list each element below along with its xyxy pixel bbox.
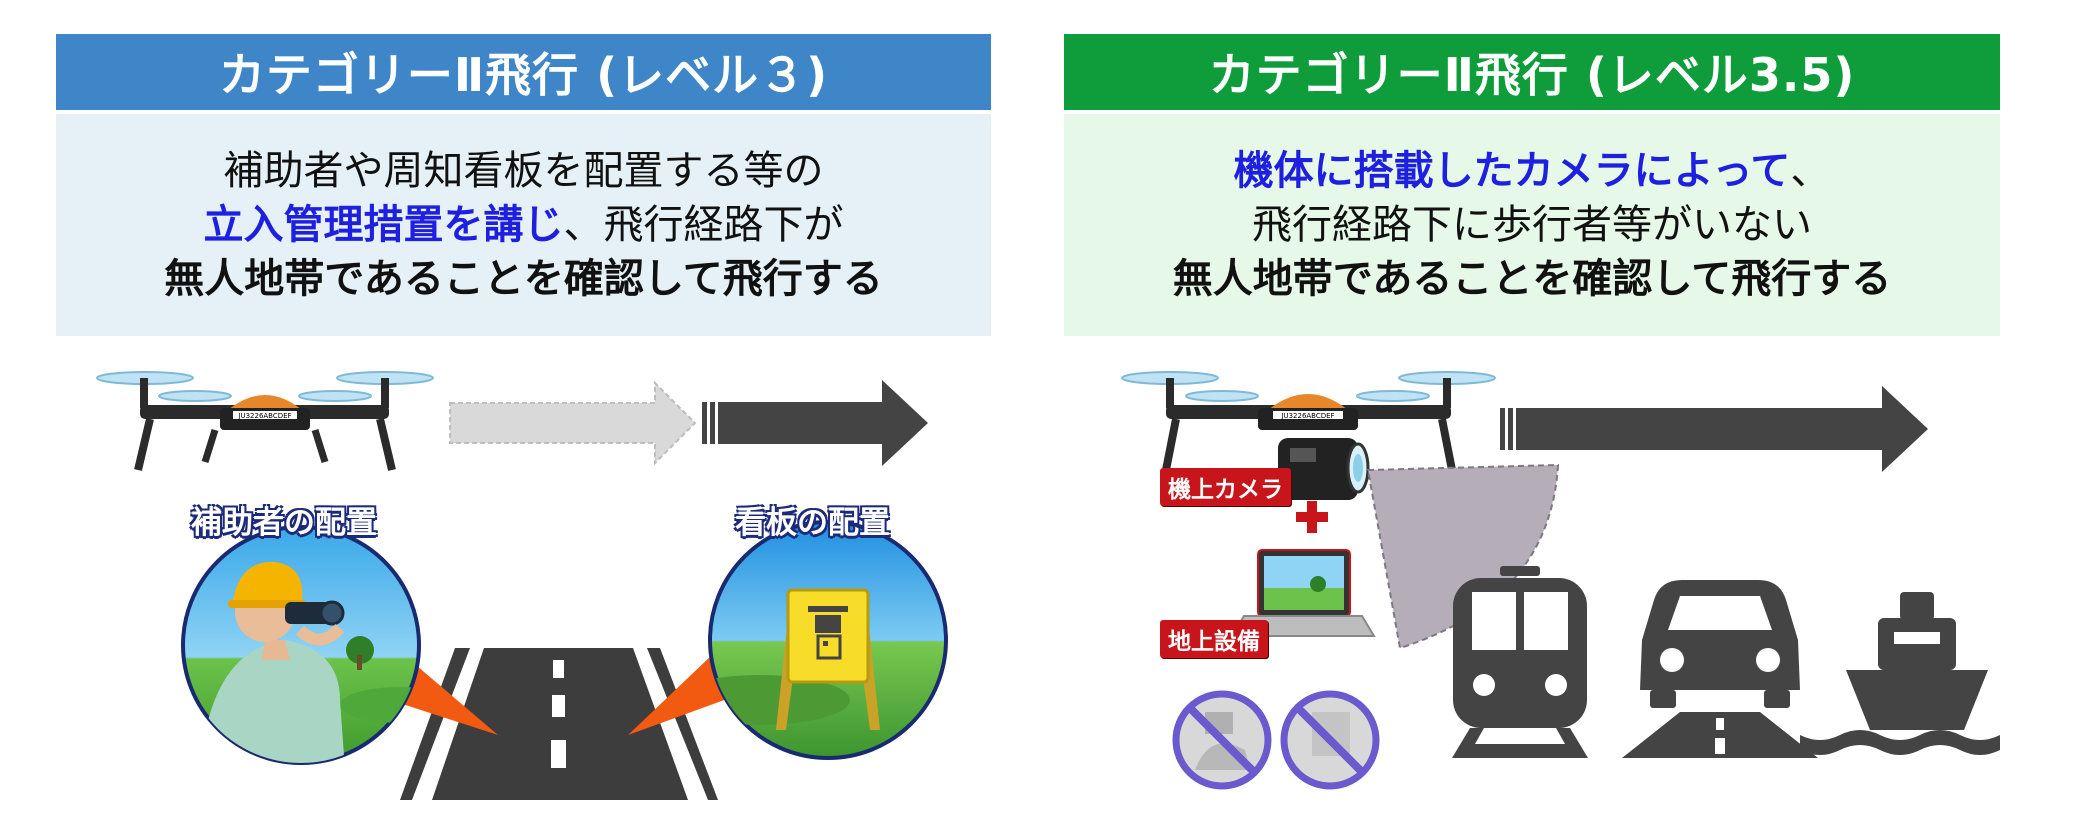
no-sign-icon [1284, 694, 1376, 786]
onboard-camera-icon [1278, 438, 1368, 500]
svg-text:JU3226ABCDEF: JU3226ABCDEF [1280, 412, 1334, 420]
onboard-camera-label: 機上カメラ [1160, 468, 1291, 506]
no-person-icon [1176, 694, 1268, 786]
left-solid-arrow-icon [702, 380, 928, 466]
left-dashed-arrow-icon [450, 383, 695, 463]
sign-placement-label: 看板の配置 [735, 497, 890, 542]
svg-text:JU3226ABCDEF: JU3226ABCDEF [237, 412, 291, 420]
left-drone-icon: JU3226ABCDEF [97, 372, 433, 470]
road-icon [400, 648, 718, 800]
train-icon [1452, 566, 1588, 758]
car-icon [1622, 580, 1818, 758]
ground-equipment-label: 地上設備 [1160, 620, 1268, 658]
warning-sign-icon [670, 522, 946, 758]
ship-icon [1800, 592, 2000, 755]
right-solid-arrow-icon [1500, 386, 1928, 472]
assistant-placement-label: 補助者の配置 [191, 497, 377, 542]
assistant-with-binoculars-icon [183, 527, 460, 770]
plus-icon [1296, 501, 1328, 533]
